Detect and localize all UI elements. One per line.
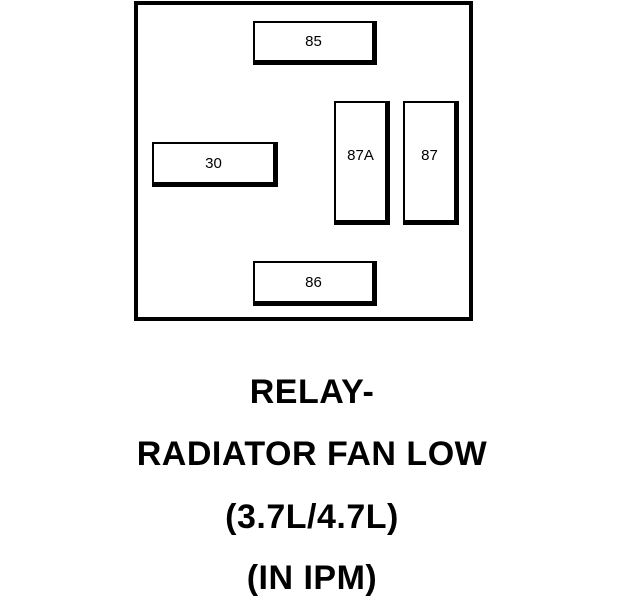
caption-line-3: (3.7L/4.7L) <box>225 498 399 536</box>
terminal-85: 85 <box>253 21 377 65</box>
relay-body-outline <box>134 1 473 321</box>
caption-line-2: RADIATOR FAN LOW <box>136 435 488 473</box>
terminal-87a: 87A <box>334 101 390 225</box>
terminal-87-label: 87 <box>421 147 438 164</box>
terminal-86-label: 86 <box>305 273 322 291</box>
terminal-87: 87 <box>403 101 459 225</box>
caption-line-1: RELAY- <box>249 373 375 411</box>
terminal-86: 86 <box>253 261 377 306</box>
terminal-87a-label: 87A <box>347 147 374 164</box>
caption-line-4: (IN IPM) <box>246 559 378 597</box>
terminal-30-label: 30 <box>205 154 222 172</box>
terminal-85-label: 85 <box>305 33 322 50</box>
terminal-30: 30 <box>152 142 278 187</box>
